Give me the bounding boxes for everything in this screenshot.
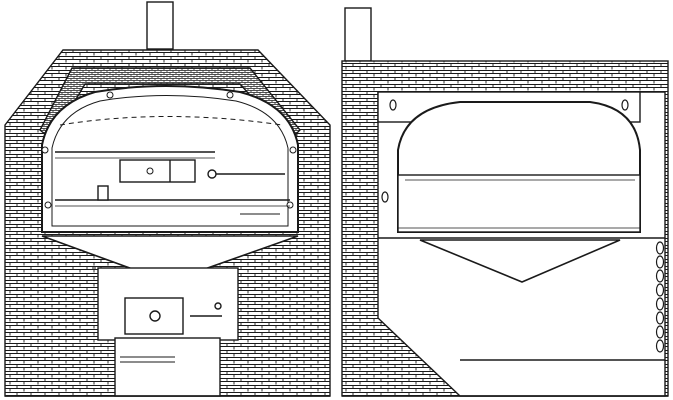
front-firebox-door (124, 297, 184, 335)
front-hopper (41, 235, 299, 283)
front-section (4, 1, 331, 397)
front-ash-pit (114, 337, 221, 397)
side-section (341, 7, 669, 397)
front-oven-door-plate (119, 159, 196, 183)
side-chain (655, 241, 665, 353)
side-bolts (381, 99, 629, 203)
side-hopper (419, 239, 621, 283)
side-chimney (344, 7, 372, 62)
front-oven-chamber (41, 85, 299, 233)
front-firebox-knob (149, 310, 161, 322)
side-oven-lower-box (397, 174, 641, 233)
front-door-knob (146, 167, 154, 175)
front-dashed-crown (59, 116, 283, 126)
front-chimney (146, 1, 174, 50)
front-rivets (41, 91, 297, 209)
